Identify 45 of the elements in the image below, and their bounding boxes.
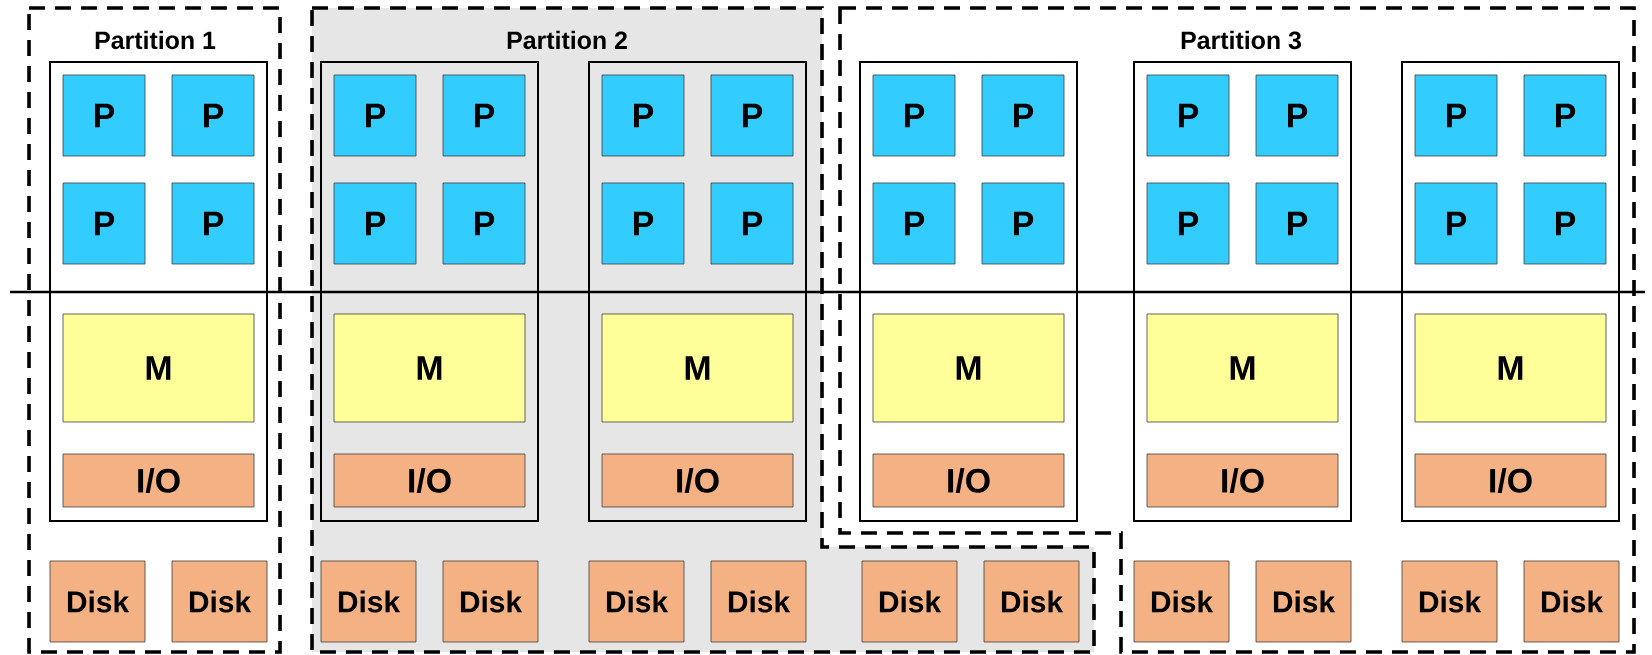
processor-box: P bbox=[333, 74, 417, 157]
io-box: I/O bbox=[62, 453, 255, 508]
processor-box: P bbox=[171, 182, 255, 265]
memory-box: M bbox=[1414, 313, 1607, 423]
io-box: I/O bbox=[872, 453, 1065, 508]
processor-box: P bbox=[1146, 182, 1230, 265]
partition-title: Partition 1 bbox=[95, 30, 216, 50]
processor-box: P bbox=[1523, 74, 1607, 157]
partition-title: Partition 3 bbox=[1181, 30, 1301, 50]
processor-box: P bbox=[872, 182, 956, 265]
processor-box: P bbox=[981, 182, 1065, 265]
processor-box: P bbox=[601, 182, 685, 265]
processor-box: P bbox=[62, 182, 146, 265]
processor-box: P bbox=[601, 74, 685, 157]
processor-box: P bbox=[442, 74, 526, 157]
processor-box: P bbox=[442, 182, 526, 265]
processor-box: P bbox=[981, 74, 1065, 157]
io-box: I/O bbox=[1146, 453, 1339, 508]
partition-title: Partition 2 bbox=[507, 30, 627, 50]
processor-box: P bbox=[710, 182, 794, 265]
computer-box bbox=[859, 61, 1078, 522]
processor-box: P bbox=[333, 182, 417, 265]
memory-box: M bbox=[1146, 313, 1339, 423]
processor-box: P bbox=[1414, 182, 1498, 265]
processor-box: P bbox=[872, 74, 956, 157]
processor-box: P bbox=[1255, 182, 1339, 265]
processor-box: P bbox=[1523, 182, 1607, 265]
computer-box bbox=[320, 61, 539, 522]
processor-box: P bbox=[62, 74, 146, 157]
memory-box: M bbox=[601, 313, 794, 423]
processor-box: P bbox=[171, 74, 255, 157]
io-box: I/O bbox=[601, 453, 794, 508]
computer-box bbox=[588, 61, 807, 522]
computer-box bbox=[1133, 61, 1352, 522]
processor-box: P bbox=[1255, 74, 1339, 157]
io-box: I/O bbox=[1414, 453, 1607, 508]
computer-box bbox=[1401, 61, 1620, 522]
memory-box: M bbox=[333, 313, 526, 423]
processor-box: P bbox=[710, 74, 794, 157]
processor-box: P bbox=[1414, 74, 1498, 157]
computer-box bbox=[49, 61, 268, 522]
io-box: I/O bbox=[333, 453, 526, 508]
processor-box: P bbox=[1146, 74, 1230, 157]
memory-box: M bbox=[872, 313, 1065, 423]
memory-box: M bbox=[62, 313, 255, 423]
